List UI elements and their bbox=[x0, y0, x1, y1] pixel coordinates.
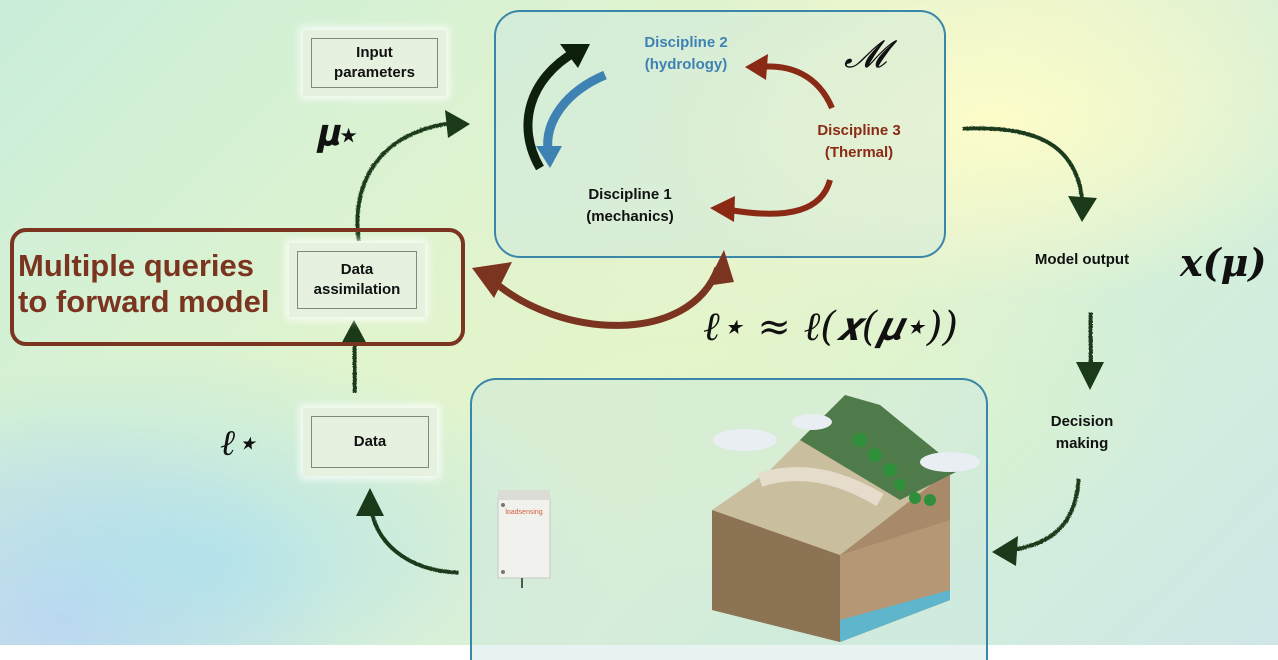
decision-making-label: Decision making bbox=[1050, 413, 1114, 452]
discipline-2-label: Discipline 2 (hydrology) bbox=[644, 34, 728, 73]
queries-arrowhead-right bbox=[706, 250, 734, 286]
model-output-symbol: 𝒙(𝝁) bbox=[1180, 240, 1267, 285]
arrow-assimilation-to-model bbox=[354, 120, 456, 241]
data-assimilation-card: Data assimilation bbox=[289, 243, 425, 317]
thermal-arrowhead-top bbox=[745, 54, 768, 80]
arrow-model-to-output bbox=[961, 125, 1084, 206]
input-parameters-card: Input parameters bbox=[303, 30, 446, 96]
coupling-arrowhead-blue bbox=[536, 146, 562, 168]
thermal-arrow-to-mechanics bbox=[729, 179, 833, 217]
data-assimilation-label: Data assimilation bbox=[297, 251, 417, 309]
model-symbol: 𝓜 bbox=[844, 32, 887, 76]
thermal-arrowhead-bottom bbox=[710, 196, 735, 222]
arrow-decision-to-site bbox=[1004, 477, 1080, 552]
landscape-illustration bbox=[712, 395, 980, 642]
sensor-device-illustration bbox=[497, 490, 551, 588]
arrow-site-to-data bbox=[368, 501, 459, 574]
diagram-graphics bbox=[340, 44, 1104, 642]
device-brand-label: loadsensing bbox=[505, 509, 543, 516]
discipline-3-label: Discipline 3 (Thermal) bbox=[817, 122, 901, 161]
data-label: Data bbox=[311, 416, 429, 468]
data-card: Data bbox=[303, 408, 437, 476]
queries-arrowhead-left bbox=[472, 262, 512, 298]
input-parameters-label: Input parameters bbox=[311, 38, 438, 88]
coupling-arrow-blue bbox=[543, 70, 607, 151]
approximation-equation: ℓ⋆ ≈ ℓ(𝒙(𝝁⋆)) bbox=[703, 304, 959, 350]
mu-star-symbol: 𝝁⋆ bbox=[318, 112, 358, 154]
discipline-1-label: Discipline 1 (mechanics) bbox=[586, 186, 674, 225]
queries-arrow bbox=[489, 266, 722, 329]
coupling-arrow-black bbox=[523, 48, 578, 171]
coupling-arrowhead-black bbox=[560, 44, 590, 68]
model-output-label: Model output bbox=[1034, 251, 1130, 268]
ell-star-symbol: ℓ⋆ bbox=[220, 423, 258, 464]
thermal-arrow-to-hydrology bbox=[759, 63, 835, 110]
multiple-queries-frame bbox=[10, 228, 465, 346]
multiple-queries-label: Multiple queries to forward model bbox=[18, 248, 270, 319]
